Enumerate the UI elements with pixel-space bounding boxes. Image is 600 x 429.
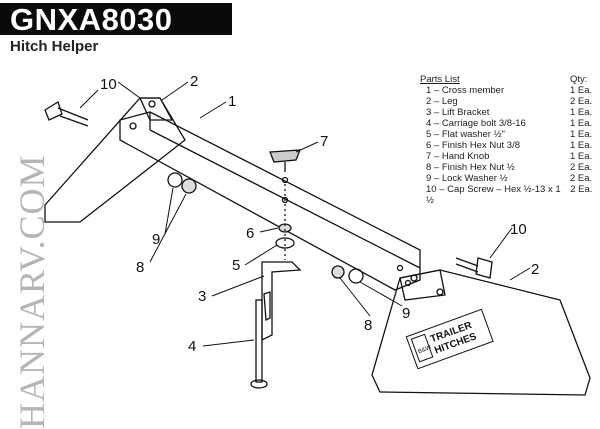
- product-code: GNXA8030: [10, 2, 173, 37]
- qty-heading: Qty:: [570, 74, 588, 85]
- part-qty: 2 Ea.: [570, 184, 593, 195]
- part-description: 6 – Finish Hex Nut 3/8: [426, 140, 520, 151]
- part-description: 2 – Leg: [426, 96, 458, 107]
- title-bar: GNXA8030: [0, 2, 232, 37]
- callout-8-left: 8: [136, 259, 144, 276]
- parts-list-row: 9 – Lock Washer ½ 2 Ea.: [420, 173, 600, 184]
- part-qty: 1 Ea.: [570, 107, 593, 118]
- part-qty: 1 Ea.: [570, 151, 593, 162]
- parts-list-row: 2 – Leg 2 Ea.: [420, 96, 600, 107]
- cap-screw-left: [44, 101, 89, 127]
- callout-9-left: 9: [152, 231, 160, 248]
- flat-washer: [275, 237, 295, 249]
- parts-list-row: 3 – Lift Bracket 1 Ea.: [420, 107, 600, 118]
- part-qty: 2 Ea.: [570, 173, 593, 184]
- leader-lines: [79, 81, 531, 347]
- hand-knob: [269, 149, 301, 184]
- parts-list-row: 10 – Cap Screw – Hex ½-13 x 1 ½ 2 Ea.: [420, 184, 600, 206]
- lock-washer-left: [167, 172, 183, 188]
- callout-1: 1: [228, 93, 236, 110]
- part-description: 7 – Hand Knob: [426, 151, 490, 162]
- right-leg: [371, 269, 591, 396]
- parts-list-row: 4 – Carriage bolt 3/8-16 1 Ea.: [420, 118, 600, 129]
- part-description: 9 – Lock Washer ½: [426, 173, 508, 184]
- left-leg: [44, 97, 186, 223]
- part-description: 8 – Finish Hex Nut ½: [426, 162, 515, 173]
- product-name: Hitch Helper: [10, 38, 99, 55]
- part-description: 5 – Flat washer ½": [426, 129, 505, 140]
- callout-4: 4: [188, 338, 196, 355]
- callout-6: 6: [246, 225, 254, 242]
- parts-list-row: 1 – Cross member 1 Ea.: [420, 85, 600, 96]
- callout-9-right: 9: [402, 305, 410, 322]
- parts-list-row: 7 – Hand Knob 1 Ea.: [420, 151, 600, 162]
- exploded-diagram: B&W TRAILER HITCHES 10 2 1 7 6 5 3 4 9 8…: [44, 73, 591, 396]
- watermark: HANNARV.COM: [12, 154, 52, 429]
- hex-nut-left: [181, 178, 197, 194]
- part-description: 1 – Cross member: [426, 85, 505, 96]
- callout-10-right: 10: [510, 221, 527, 238]
- part-qty: 2 Ea.: [570, 96, 593, 107]
- callout-7: 7: [320, 133, 328, 150]
- carriage-bolt: [250, 299, 268, 389]
- part-qty: 1 Ea.: [570, 129, 593, 140]
- hex-nut-right: [331, 265, 345, 279]
- part-qty: 1 Ea.: [570, 85, 593, 96]
- parts-list-row: 8 – Finish Hex Nut ½ 2 Ea.: [420, 162, 600, 173]
- lock-washer-right: [348, 268, 364, 284]
- part-qty: 1 Ea.: [570, 140, 593, 151]
- callout-2-left: 2: [190, 73, 198, 90]
- callout-8-right: 8: [364, 317, 372, 334]
- callout-3: 3: [198, 288, 206, 305]
- part-qty: 2 Ea.: [570, 162, 593, 173]
- parts-list-heading: Parts List: [420, 74, 460, 85]
- part-qty: 1 Ea.: [570, 118, 593, 129]
- parts-list-row: 6 – Finish Hex Nut 3/8 1 Ea.: [420, 140, 600, 151]
- callout-5: 5: [232, 257, 240, 274]
- cap-screw-right: [455, 257, 493, 279]
- callout-10-left: 10: [100, 76, 117, 93]
- parts-list-row: 5 – Flat washer ½" 1 Ea.: [420, 129, 600, 140]
- bw-trailer-hitches-logo: B&W TRAILER HITCHES: [405, 308, 494, 370]
- lift-bracket: [261, 261, 302, 342]
- callout-2-right: 2: [531, 261, 539, 278]
- part-description: 3 – Lift Bracket: [426, 107, 490, 118]
- cross-member: [119, 111, 421, 291]
- part-description: 4 – Carriage bolt 3/8-16: [426, 118, 526, 129]
- svg-text:B&W: B&W: [417, 345, 432, 355]
- part-description: 10 – Cap Screw – Hex ½-13 x 1 ½: [426, 184, 561, 206]
